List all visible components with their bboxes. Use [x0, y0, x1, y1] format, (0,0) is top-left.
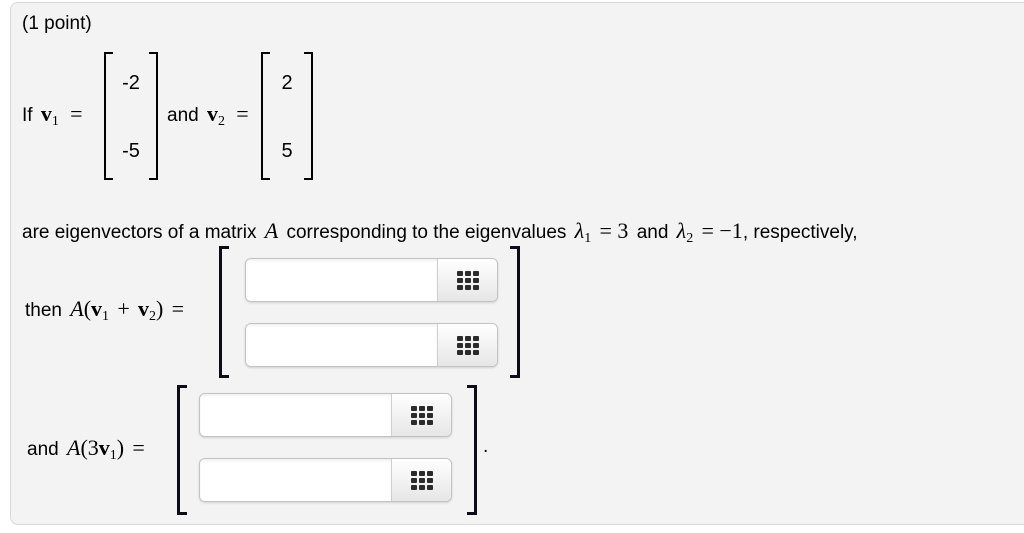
points-label: (1 point) [22, 13, 92, 34]
answer1-row1-group [245, 258, 498, 302]
close-paren: ) [156, 296, 164, 321]
matrix-a-symbol: A [264, 218, 279, 243]
answer2-row2-input[interactable] [200, 459, 391, 501]
equals-sign: = [70, 101, 83, 126]
a-symbol: A [66, 435, 81, 460]
statement-and-word: and [636, 222, 669, 243]
v1-symbol: v [91, 296, 103, 321]
open-paren: ( [80, 435, 88, 460]
v1-subscript: 1 [109, 448, 117, 463]
v2-symbol: v [138, 296, 150, 321]
then-word: then [25, 300, 62, 321]
answer-matrix2-bracket-right [467, 385, 477, 515]
lambda1-value: = 3 [599, 218, 629, 243]
intro-v2-label: and v2 = [167, 101, 249, 130]
answer2-row2-array-entry-button[interactable] [391, 459, 451, 501]
question2-label: and A(3v1) = [27, 435, 145, 464]
v1-entry-1: -2 [122, 72, 140, 94]
v1-symbol: v [98, 435, 110, 460]
sentence-period: . [483, 436, 489, 457]
matrix-bracket-right [304, 52, 313, 180]
v2-subscript: 2 [149, 309, 157, 324]
grid-icon [456, 335, 479, 355]
plus-sign: + [117, 296, 130, 321]
and-word: and [167, 105, 199, 126]
answer-matrix1-bracket-left [219, 246, 229, 378]
answer-matrix1-bracket-right [510, 246, 520, 378]
grid-icon [410, 470, 433, 490]
answer1-row1-input[interactable] [246, 259, 437, 301]
v2-matrix: 2 5 [261, 52, 313, 180]
open-paren: ( [83, 296, 92, 321]
answer2-row2-group [199, 458, 452, 502]
v2-entry-2: 5 [281, 140, 293, 162]
grid-icon [456, 270, 479, 290]
matrix-bracket-right [149, 52, 158, 180]
a-symbol: A [70, 296, 84, 321]
statement-part1: are eigenvectors of a matrix [22, 222, 257, 243]
v2-subscript: 2 [217, 114, 225, 129]
v2-symbol: v [206, 101, 218, 126]
close-paren: ) [116, 435, 125, 460]
answer1-row2-array-entry-button[interactable] [437, 324, 497, 366]
v1-subscript: 1 [102, 309, 110, 324]
lambda2-subscript: 2 [686, 231, 694, 246]
v1-subscript: 1 [51, 114, 59, 129]
and-word: and [27, 439, 59, 460]
grid-icon [410, 405, 433, 425]
answer2-row1-group [199, 393, 452, 437]
equals-sign: = [171, 296, 185, 321]
answer1-row1-array-entry-button[interactable] [437, 259, 497, 301]
if-word: If [22, 105, 33, 126]
v1-matrix: -2 -5 [104, 52, 158, 180]
statement-part3: , respectively, [742, 222, 858, 243]
intro-v1-label: If v1 = [22, 101, 83, 130]
answer2-row1-input[interactable] [200, 394, 391, 436]
answer1-row2-input[interactable] [246, 324, 437, 366]
statement-part2: corresponding to the eigenvalues [286, 222, 567, 243]
lambda1-subscript: 1 [584, 231, 592, 246]
equals-sign: = [132, 435, 145, 460]
equals-sign: = [236, 101, 249, 126]
answer2-row1-array-entry-button[interactable] [391, 394, 451, 436]
answer-matrix2-bracket-left [177, 385, 187, 515]
matrix-bracket-left [261, 52, 270, 180]
v2-entry-1: 2 [281, 72, 293, 94]
lambda2-symbol: λ [676, 218, 687, 243]
v1-symbol: v [40, 101, 52, 126]
question1-label: then A(v1 + v2) = [25, 296, 184, 325]
statement-line: are eigenvectors of a matrix A correspon… [22, 218, 858, 247]
v1-entry-2: -5 [122, 140, 140, 162]
lambda2-value: = −1 [701, 218, 743, 243]
answer1-row2-group [245, 323, 498, 367]
matrix-bracket-left [104, 52, 113, 180]
lambda1-symbol: λ [574, 218, 585, 243]
coefficient: 3 [87, 435, 99, 460]
